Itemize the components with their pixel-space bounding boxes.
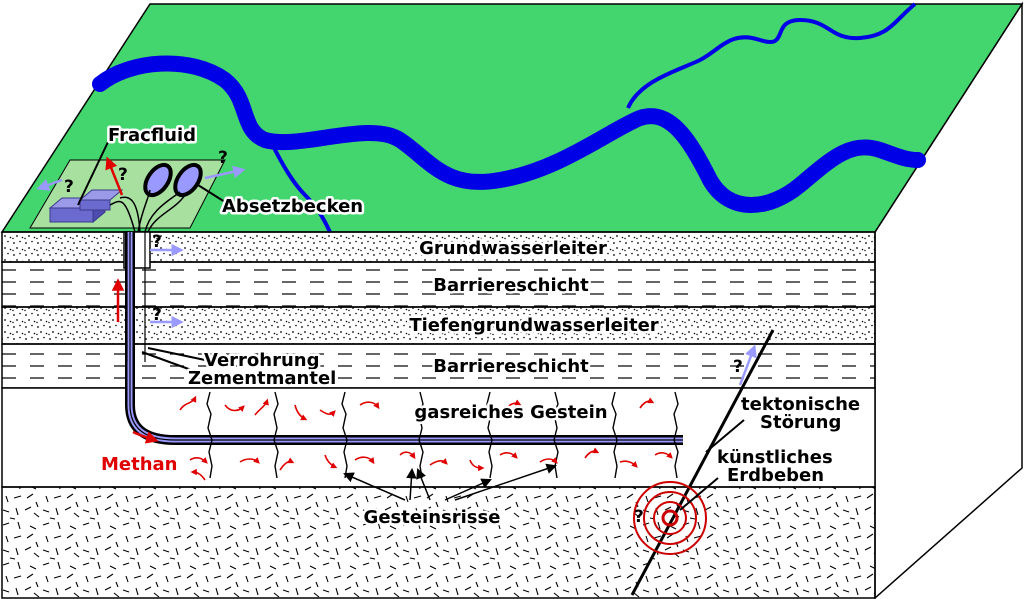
label-verrohrung: Verrohrung [204,350,319,371]
label-methan: Methan [101,454,178,475]
leader-lines [77,141,745,511]
label-gesteinsrisse: Gesteinsrisse [364,507,501,528]
small-creek [268,139,332,233]
crack-pointer-arrows [343,463,557,501]
label-barriereschicht-1: Barriereschicht [433,275,589,296]
methane-migration-arrows [105,156,159,444]
surface-pipes [109,189,186,233]
question-mark-deep-aquifer: ? [152,305,162,325]
label-gasreiches-gestein: gasreiches Gestein [414,402,607,423]
label-erdbeben: Erdbeben [727,465,824,486]
question-mark-fracfluid: ? [118,165,128,185]
label-tektonische: tektonische [741,394,860,415]
earthquake-rings-icon [633,481,707,555]
methane-arrows [179,395,673,481]
label-absetzbecken: Absetzbecken [222,196,363,217]
label-barriereschicht-2: Barriereschicht [433,356,589,377]
layer-deep-aquifer [1,306,876,345]
label-stoerung: Störung [760,412,841,433]
question-mark-pond: ? [218,148,228,168]
label-grundwasserleiter: Grundwasserleiter [419,238,607,259]
label-fracfluid: Fracfluid [108,125,196,146]
leak-arrows [36,165,757,386]
layer-barrier-1 [1,261,876,308]
label-tiefengrundwasserleiter: Tiefengrundwasserleiter [409,315,658,336]
question-mark-quake: ? [634,507,644,527]
layer-basement [1,486,876,599]
question-mark-aquifer: ? [152,232,162,252]
question-mark-pad: ? [64,177,74,197]
well-bore [123,231,683,445]
settling-pond-icon [143,162,203,198]
main-river [92,55,926,213]
question-mark-fault: ? [733,357,743,377]
label-zementmantel: Zementmantel [188,368,336,389]
equipment-icon [48,189,124,224]
rock-fractures [206,391,679,479]
layer-barrier-2 [1,343,876,389]
label-kuenstliches: künstliches [717,447,833,468]
tributary-river [626,2,917,109]
